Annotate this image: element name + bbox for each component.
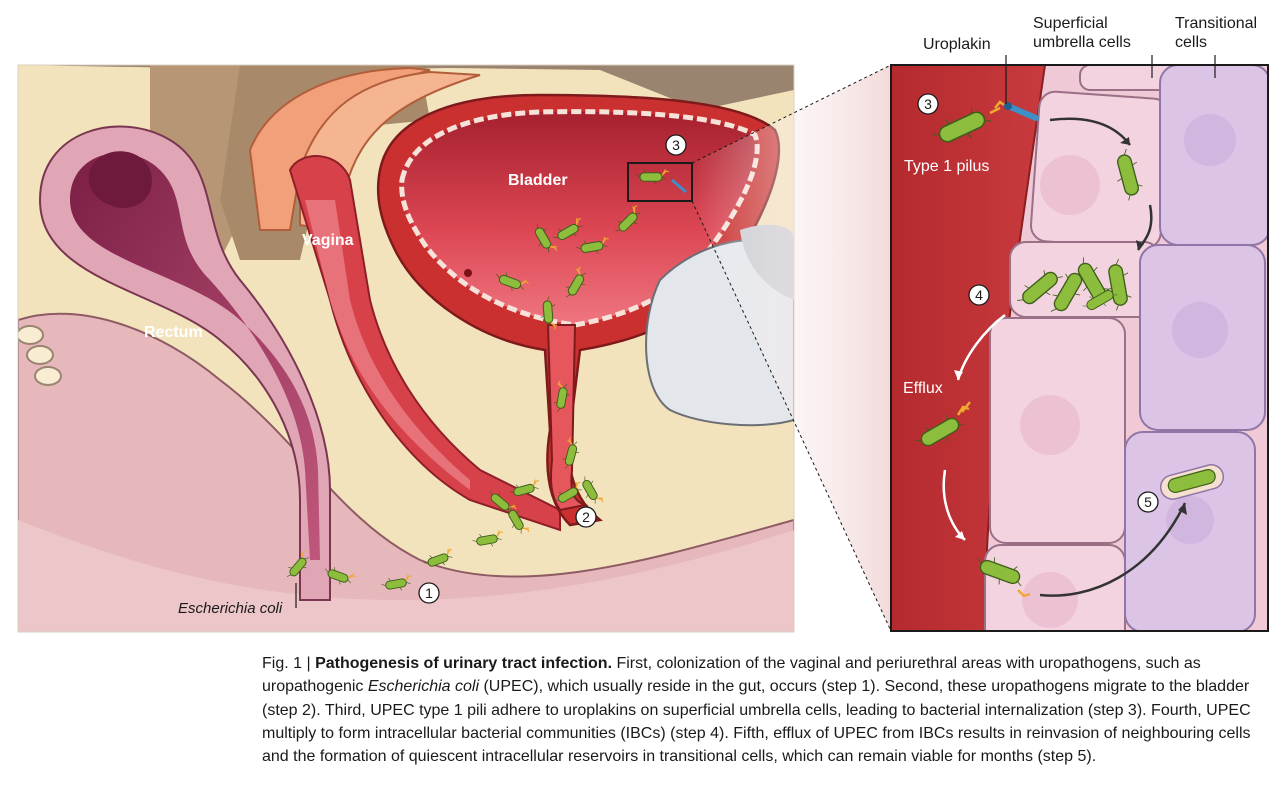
uti-pathogenesis-figure: Rectum Vagina Bladder Escherichia coli 1… (17, 15, 1269, 633)
superficial-umbrella-label-line2: umbrella cells (1033, 34, 1131, 51)
escherichia-coli-label: Escherichia coli (178, 600, 283, 617)
svg-text:3: 3 (924, 96, 932, 112)
svg-text:2: 2 (582, 509, 590, 525)
anatomy-panel (18, 65, 794, 632)
caption-italic-species: Escherichia coli (367, 678, 480, 696)
caption-text-1: First, colonization of the vaginal and p… (262, 655, 1201, 696)
svg-text:3: 3 (672, 137, 680, 153)
step-1-marker: 1 (418, 582, 440, 604)
svg-text:1: 1 (425, 585, 433, 601)
type-1-pilus-label: Type 1 pilus (904, 158, 989, 175)
caption-title: Pathogenesis of urinary tract infection. (315, 655, 613, 672)
step-2-marker: 2 (575, 506, 597, 528)
bladder-label: Bladder (508, 172, 568, 189)
uroplakin-label: Uroplakin (923, 36, 991, 53)
rectum-label: Rectum (144, 324, 203, 341)
figure-caption: Fig. 1 | Pathogenesis of urinary tract i… (262, 652, 1272, 768)
svg-text:5: 5 (1144, 494, 1152, 510)
superficial-umbrella-label-line1: Superficial (1033, 15, 1108, 32)
step-5-marker: 5 (1137, 491, 1159, 513)
step-3-marker-right: 3 (917, 93, 939, 115)
efflux-label: Efflux (903, 380, 943, 397)
caption-fig-label: Fig. 1 | (262, 655, 316, 672)
step-3-marker-left: 3 (665, 134, 687, 156)
zoom-cone (692, 65, 891, 631)
vagina-label: Vagina (302, 232, 354, 249)
transitional-cells-label-line2: cells (1175, 34, 1207, 51)
transitional-cells-label-line1: Transitional (1175, 15, 1257, 32)
caption-text-2: (UPEC), which usually reside in the gut,… (262, 678, 1251, 766)
svg-text:4: 4 (975, 287, 983, 303)
cellular-detail-panel (891, 65, 1268, 631)
step-4-marker: 4 (968, 284, 990, 306)
